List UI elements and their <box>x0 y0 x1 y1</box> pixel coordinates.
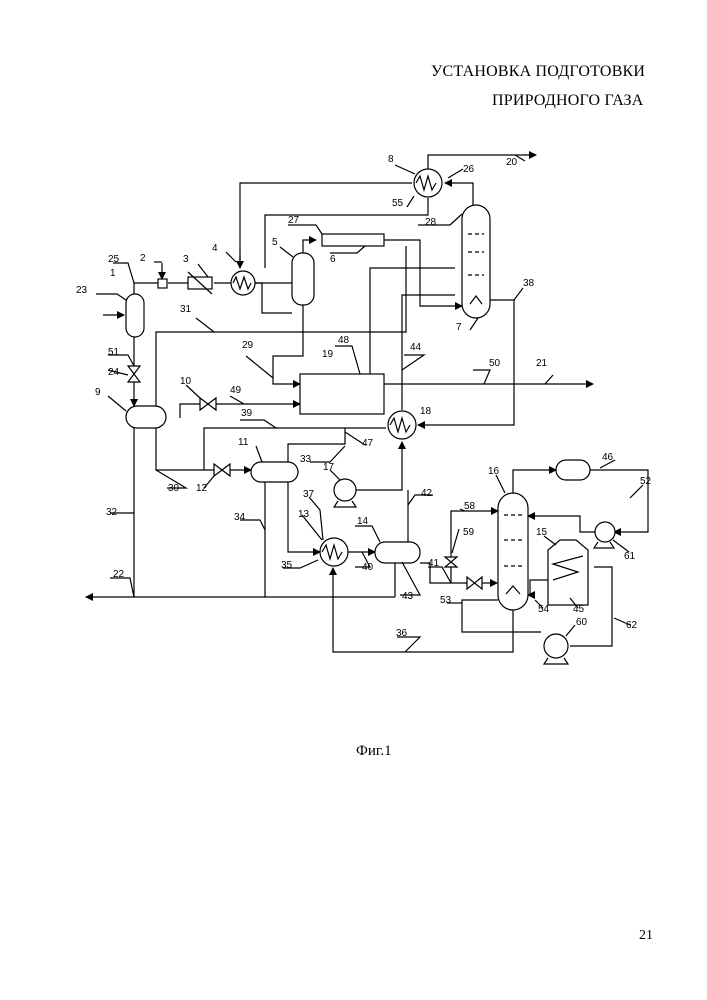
label-53: 53 <box>440 595 452 606</box>
separator-14 <box>375 542 420 563</box>
label-42: 42 <box>421 488 433 499</box>
label-39: 39 <box>241 408 253 419</box>
label-22: 22 <box>113 569 125 580</box>
label-52: 52 <box>640 476 652 487</box>
pump-17 <box>334 479 356 501</box>
label-38: 38 <box>523 278 535 289</box>
label-31: 31 <box>180 304 192 315</box>
label-2: 2 <box>140 253 146 264</box>
valve-41 <box>467 577 482 589</box>
label-24: 24 <box>108 367 120 378</box>
label-51: 51 <box>108 347 120 358</box>
label-8: 8 <box>388 154 394 165</box>
label-45: 45 <box>573 604 585 615</box>
label-5: 5 <box>272 237 278 248</box>
mixer-2 <box>158 279 167 288</box>
label-49: 49 <box>230 385 242 396</box>
heat-exchanger-8 <box>414 169 442 197</box>
valve-10 <box>200 398 216 410</box>
label-12: 12 <box>196 483 208 494</box>
label-46: 46 <box>602 452 614 463</box>
label-40: 40 <box>362 562 374 573</box>
label-3: 3 <box>183 254 189 265</box>
label-19: 19 <box>322 349 334 360</box>
label-13: 13 <box>298 509 310 520</box>
label-43: 43 <box>402 591 414 602</box>
label-61: 61 <box>624 551 636 562</box>
heat-exchanger-18 <box>388 411 416 439</box>
label-16: 16 <box>488 466 500 477</box>
column-16 <box>498 493 528 610</box>
label-62: 62 <box>626 620 638 631</box>
label-36: 36 <box>396 628 408 639</box>
label-10: 10 <box>180 376 192 387</box>
label-9: 9 <box>95 387 101 398</box>
label-26: 26 <box>463 164 475 175</box>
label-58: 58 <box>464 501 476 512</box>
label-23: 23 <box>76 285 88 296</box>
separator-1 <box>126 294 144 337</box>
pump-60 <box>544 634 568 658</box>
pump-61 <box>595 522 615 542</box>
label-27: 27 <box>288 215 300 226</box>
label-25: 25 <box>108 254 120 265</box>
label-32: 32 <box>106 507 118 518</box>
valve-59 <box>445 557 457 567</box>
label-15: 15 <box>536 527 548 538</box>
label-50: 50 <box>489 358 501 369</box>
column-7 <box>462 205 490 318</box>
label-6: 6 <box>330 254 336 265</box>
label-29: 29 <box>242 340 254 351</box>
label-17: 17 <box>323 462 335 473</box>
label-18: 18 <box>420 406 432 417</box>
label-48: 48 <box>338 335 350 346</box>
label-33: 33 <box>300 454 312 465</box>
label-60: 60 <box>576 617 588 628</box>
label-4: 4 <box>212 243 218 254</box>
label-54: 54 <box>538 604 550 615</box>
label-20: 20 <box>506 157 518 168</box>
label-1: 1 <box>110 268 116 279</box>
label-28: 28 <box>425 217 437 228</box>
separator-9 <box>126 406 166 428</box>
label-14: 14 <box>357 516 369 527</box>
figure-caption: Фиг.1 <box>356 743 392 760</box>
page-number: 21 <box>639 928 653 944</box>
label-37: 37 <box>303 489 315 500</box>
label-41: 41 <box>428 558 440 569</box>
label-55: 55 <box>392 198 404 209</box>
equipment <box>126 169 615 664</box>
label-59: 59 <box>463 527 475 538</box>
label-35: 35 <box>281 560 293 571</box>
label-47: 47 <box>362 438 374 449</box>
separator-11 <box>251 462 298 482</box>
valve-51 <box>128 366 140 382</box>
label-34: 34 <box>234 512 246 523</box>
heat-exchanger-4 <box>231 271 255 295</box>
furnace-15 <box>548 540 588 605</box>
heat-exchanger-13 <box>320 538 348 566</box>
label-44: 44 <box>410 342 422 353</box>
label-30: 30 <box>168 483 180 494</box>
valve-12 <box>214 464 230 476</box>
label-7: 7 <box>456 322 462 333</box>
label-11: 11 <box>238 437 249 448</box>
separator-46 <box>556 460 590 480</box>
reactor-6 <box>322 234 384 246</box>
separator-5 <box>292 253 314 305</box>
block-19 <box>300 374 384 414</box>
label-21: 21 <box>536 358 548 369</box>
